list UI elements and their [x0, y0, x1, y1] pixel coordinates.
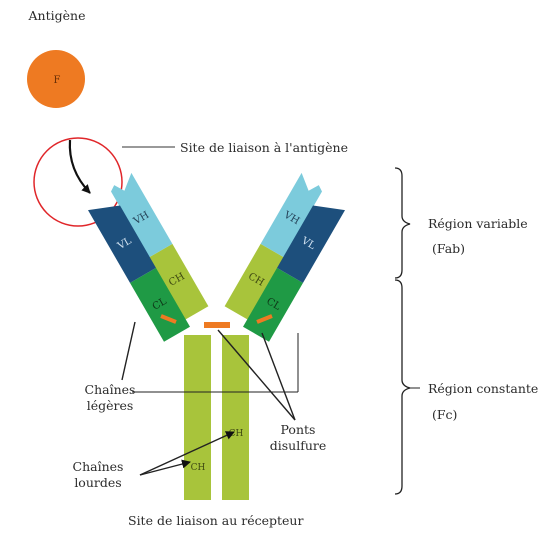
- binding-site-label: Site de liaison à l'antigène: [180, 140, 348, 156]
- variable-region-brace: [395, 168, 410, 278]
- disulfide-bridge-hinge: [204, 322, 230, 328]
- heavy-chains-label: Chaînes lourdes: [62, 459, 134, 490]
- variable-region-title: Région variable: [428, 216, 528, 232]
- heavy-chain-stem-left: [184, 335, 211, 500]
- heavy-chains-line1: Chaînes: [62, 459, 134, 475]
- light-chain-pointer: [122, 322, 135, 380]
- receptor-site-label: Site de liaison au récepteur: [128, 513, 303, 529]
- constant-region-brace: [395, 280, 410, 494]
- light-chains-label: Chaînes légères: [74, 382, 146, 413]
- constant-region-title: Région constante: [428, 381, 538, 397]
- disulfide-pointer-2: [262, 333, 295, 420]
- heavy-chains-line2: lourdes: [62, 475, 134, 491]
- disulfide-line1: Ponts: [262, 422, 334, 438]
- disulfide-line2: disulfure: [262, 438, 334, 454]
- light-chains-line2: légères: [74, 398, 146, 414]
- antigen-label: Antigène: [22, 8, 92, 24]
- antigen-marker: F: [54, 75, 61, 86]
- heavy-chain-stem-right: [222, 335, 249, 500]
- left-stem-label: CH: [191, 463, 206, 473]
- constant-region-abbr: (Fc): [432, 407, 457, 423]
- binding-arrow: [70, 140, 90, 193]
- light-chains-line1: Chaînes: [74, 382, 146, 398]
- disulfide-bridges-label: Ponts disulfure: [262, 422, 334, 453]
- variable-region-abbr: (Fab): [432, 241, 465, 257]
